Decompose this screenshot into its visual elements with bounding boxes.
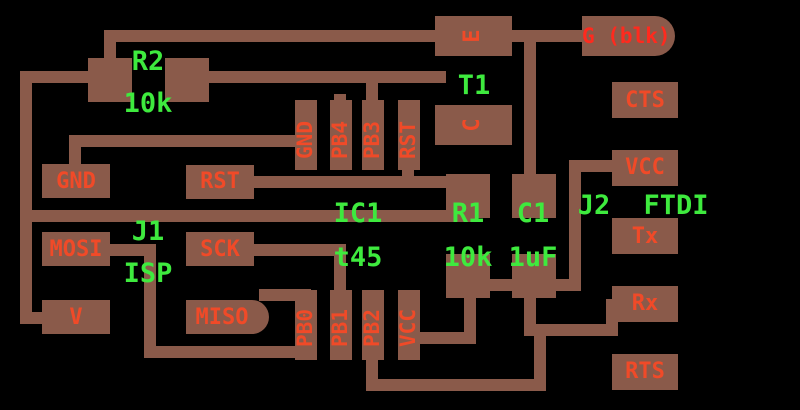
trace-mosi	[104, 244, 316, 358]
j2-value: FTDI	[643, 190, 708, 221]
ic-pin-label-pb3: PB3	[360, 121, 384, 159]
pad-c	[435, 105, 512, 145]
pad-label-vcc: VCC	[625, 155, 665, 180]
pad-rts	[612, 354, 678, 390]
pad-vcc-j2	[612, 150, 678, 186]
ic-pin-label-vcc: VCC	[396, 309, 420, 347]
r1-pad-top	[446, 174, 490, 218]
pad-gnd-j1	[42, 164, 110, 198]
ic-pin-gnd	[295, 100, 317, 170]
pad-label-e: E	[460, 29, 485, 42]
ic-pin-pb3	[362, 100, 384, 170]
pad-label-sck: SCK	[200, 237, 240, 262]
r2-pad-left	[88, 58, 132, 102]
pad-mosi	[42, 232, 110, 266]
pad-v	[42, 300, 110, 334]
pad-label-tx: Tx	[632, 224, 659, 249]
ic-pin-label-rst: RST	[396, 121, 420, 159]
ic-pin-pb0	[295, 290, 317, 360]
c1-value: 1uF	[509, 242, 558, 273]
ic1-ref: IC1	[334, 198, 383, 229]
j1-value: ISP	[124, 258, 173, 289]
pad-label-c: C	[460, 118, 485, 131]
r1-value: 10k	[444, 242, 493, 273]
j2-ref: J2	[578, 190, 611, 221]
c1-pad-bottom	[512, 254, 556, 298]
r1-pad-bottom	[446, 254, 490, 298]
c1-ref: C1	[517, 198, 550, 229]
c1-pad-top	[512, 174, 556, 218]
r1-ref: R1	[452, 198, 485, 229]
pad-miso	[186, 300, 269, 334]
pad-sck	[186, 232, 254, 266]
ic-pin-label-pb0: PB0	[293, 309, 317, 347]
pad-label-gnd: GND	[56, 169, 96, 194]
ic-pin-pb4	[330, 100, 352, 170]
j1-ref: J1	[132, 216, 165, 247]
pads	[42, 16, 678, 390]
ic-pin-label-pb1: PB1	[328, 309, 352, 347]
ic-pin-label-pb4: PB4	[328, 121, 352, 159]
pad-g-blk	[582, 16, 675, 56]
r2-pad-right	[165, 58, 209, 102]
pad-e	[435, 16, 512, 56]
pad-label-rx: Rx	[632, 291, 659, 316]
ic-pin-pb2	[362, 290, 384, 360]
r2-ref: R2	[132, 46, 165, 77]
pad-cts	[612, 82, 678, 118]
ic1-value: t45	[334, 242, 383, 273]
r2-value: 10k	[124, 88, 173, 119]
net-label-g-blk: G (blk)	[582, 24, 671, 48]
ic-pin-label-gnd: GND	[293, 121, 317, 159]
pad-rx	[612, 286, 678, 322]
pad-rst-j1	[186, 165, 254, 199]
ic-pin-vcc	[398, 290, 420, 360]
pad-label-rst: RST	[200, 169, 240, 194]
t1-ref: T1	[458, 70, 491, 101]
ic-pin-label-pb2: PB2	[360, 309, 384, 347]
pad-tx	[612, 218, 678, 254]
pad-label-miso: MISO	[196, 305, 249, 330]
pad-label-cts: CTS	[625, 88, 665, 113]
pad-label-v: V	[69, 305, 82, 330]
pad-label-rts: RTS	[625, 359, 665, 384]
trace-gnd-left	[20, 71, 116, 324]
pad-label-mosi: MOSI	[50, 237, 103, 262]
ic-pin-rst	[398, 100, 420, 170]
ic-pin-pb1	[330, 290, 352, 360]
